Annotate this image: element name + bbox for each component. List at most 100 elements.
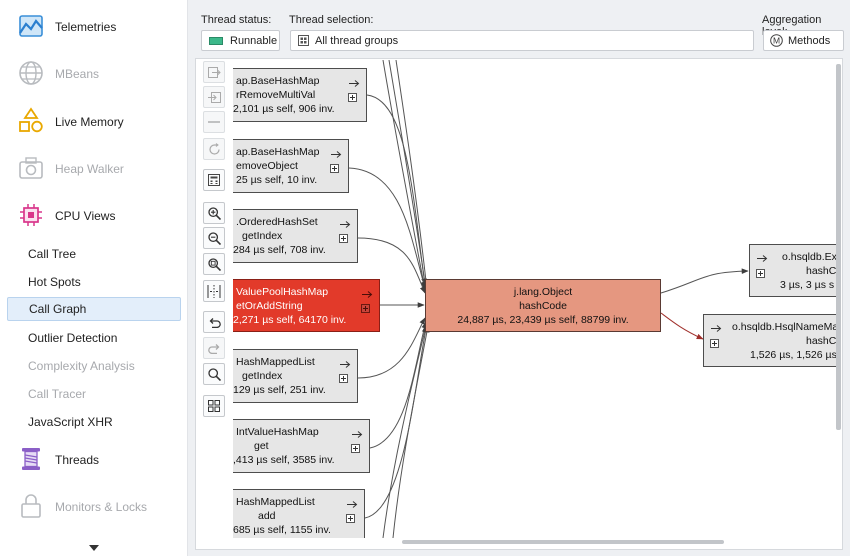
call-node-focused[interactable]: j.lang.Object hashCode 24,887 µs, 23,439… bbox=[425, 279, 661, 332]
call-node-hot[interactable]: ValuePoolHashMap etOrAddString 2,271 µs … bbox=[233, 279, 380, 332]
remove-button[interactable] bbox=[203, 111, 225, 133]
node-method: hashCode bbox=[519, 300, 567, 312]
zoom-out-button[interactable] bbox=[203, 227, 225, 249]
expand-icon[interactable] bbox=[351, 444, 360, 453]
zoom-fit-icon bbox=[207, 257, 221, 271]
zoom-fit-button[interactable] bbox=[203, 253, 225, 275]
node-method: rRemoveMultiVal bbox=[236, 89, 316, 101]
redo-button[interactable] bbox=[203, 337, 225, 359]
expand-icon[interactable] bbox=[339, 374, 348, 383]
export-icon bbox=[207, 66, 221, 78]
call-node[interactable]: HashMappedList add 685 µs self, 1155 inv… bbox=[233, 489, 365, 538]
vertical-scrollbar[interactable] bbox=[836, 64, 841, 430]
expand-icon[interactable] bbox=[361, 304, 370, 313]
call-node[interactable]: o.hsqldb.HsqlNameMa hashC 1,526 µs, 1,52… bbox=[703, 314, 837, 367]
node-stats: 685 µs self, 1155 inv. bbox=[233, 524, 331, 536]
horizontal-scrollbar[interactable] bbox=[402, 540, 724, 544]
find-button[interactable] bbox=[203, 363, 225, 385]
navigate-arrow-icon[interactable] bbox=[331, 151, 342, 158]
node-stats: 1,526 µs, 1,526 µs bbox=[750, 349, 837, 361]
expand-icon[interactable] bbox=[348, 93, 357, 102]
expand-icon[interactable] bbox=[339, 234, 348, 243]
expand-icon[interactable] bbox=[756, 269, 765, 278]
nav-heap-walker[interactable]: Heap Walker bbox=[0, 147, 188, 191]
incoming-edges bbox=[348, 60, 749, 538]
refresh-button[interactable] bbox=[203, 138, 225, 160]
calculator-button[interactable] bbox=[203, 169, 225, 191]
call-node[interactable]: ap.BaseHashMap emoveObject 25 µs self, 1… bbox=[233, 139, 349, 193]
call-graph-canvas[interactable]: ap.BaseHashMap rRemoveMultiVal 2,101 µs … bbox=[233, 60, 837, 538]
nav-threads[interactable]: Threads bbox=[0, 438, 188, 482]
call-node[interactable]: ap.BaseHashMap rRemoveMultiVal 2,101 µs … bbox=[233, 68, 367, 122]
nav-call-graph[interactable]: Call Graph bbox=[7, 297, 181, 321]
expand-icon[interactable] bbox=[346, 514, 355, 523]
edge bbox=[369, 321, 427, 449]
nav-call-tree[interactable]: Call Tree bbox=[28, 247, 77, 261]
expand-icon[interactable] bbox=[330, 164, 339, 173]
nav-label: Live Memory bbox=[55, 115, 124, 129]
expand-icon[interactable] bbox=[710, 339, 719, 348]
navigate-arrow-icon[interactable] bbox=[349, 80, 360, 87]
scroll-down-icon[interactable] bbox=[89, 545, 99, 551]
nav-label: Threads bbox=[55, 453, 100, 467]
navigate-arrow-icon[interactable] bbox=[340, 361, 351, 368]
align-button[interactable] bbox=[203, 280, 225, 302]
redo-icon bbox=[207, 343, 219, 354]
call-node[interactable]: o.hsqldb.Ex hashC 3 µs, 3 µs s bbox=[749, 244, 837, 297]
call-node[interactable]: .OrderedHashSet getIndex 284 µs self, 70… bbox=[233, 209, 358, 263]
call-node[interactable]: IntValueHashMap get ,413 µs self, 3585 i… bbox=[233, 419, 370, 473]
nav-live-memory[interactable]: Live Memory bbox=[0, 100, 188, 144]
nav-mbeans[interactable]: MBeans bbox=[0, 52, 188, 96]
nav-cpu-views[interactable]: CPU Views bbox=[0, 194, 188, 238]
svg-text:M: M bbox=[773, 36, 780, 46]
spool-icon bbox=[22, 448, 40, 470]
navigate-arrow-icon[interactable] bbox=[362, 291, 373, 298]
thread-groups-icon bbox=[298, 35, 309, 46]
thread-selection-dropdown[interactable]: All thread groups bbox=[290, 30, 754, 51]
calculator-icon bbox=[208, 174, 220, 186]
export-button[interactable] bbox=[203, 61, 225, 83]
node-class: HashMappedList bbox=[236, 356, 315, 368]
layout-button[interactable] bbox=[203, 395, 225, 417]
node-method: hashC bbox=[806, 335, 837, 347]
edge bbox=[357, 237, 426, 294]
nav-call-tracer[interactable]: Call Tracer bbox=[28, 387, 87, 401]
navigate-arrow-icon[interactable] bbox=[347, 501, 358, 508]
edge-highlight bbox=[660, 312, 704, 340]
node-stats: 129 µs self, 251 inv. bbox=[233, 384, 326, 396]
node-class: o.hsqldb.HsqlNameMa bbox=[732, 321, 837, 333]
align-icon bbox=[207, 284, 221, 298]
navigate-arrow-icon[interactable] bbox=[757, 255, 768, 262]
navigate-arrow-icon[interactable] bbox=[711, 325, 722, 332]
nav-complexity-analysis[interactable]: Complexity Analysis bbox=[28, 359, 135, 373]
nav-javascript-xhr[interactable]: JavaScript XHR bbox=[28, 415, 113, 429]
node-stats: 2,101 µs self, 906 inv. bbox=[233, 103, 335, 115]
zoom-in-button[interactable] bbox=[203, 202, 225, 224]
node-stats: 2,271 µs self, 64170 inv. bbox=[233, 314, 347, 326]
find-icon bbox=[207, 367, 221, 381]
import-button[interactable] bbox=[203, 86, 225, 108]
nav-hot-spots[interactable]: Hot Spots bbox=[28, 275, 81, 289]
thread-status-dropdown[interactable]: Runnable bbox=[201, 30, 280, 51]
undo-button[interactable] bbox=[203, 311, 225, 333]
node-method: getIndex bbox=[242, 370, 283, 382]
nav-monitors-locks[interactable]: Monitors & Locks bbox=[0, 485, 188, 529]
thread-status-value: Runnable bbox=[230, 34, 278, 47]
shapes-icon bbox=[19, 107, 43, 133]
graph-edges bbox=[348, 60, 749, 538]
import-icon bbox=[207, 91, 221, 103]
edge bbox=[382, 325, 428, 538]
nav-telemetries[interactable]: Telemetries bbox=[0, 5, 188, 49]
node-method: emoveObject bbox=[236, 160, 298, 172]
node-stats: 3 µs, 3 µs s bbox=[780, 279, 835, 291]
call-node[interactable]: HashMappedList getIndex 129 µs self, 251… bbox=[233, 349, 358, 403]
nav-outlier-detection[interactable]: Outlier Detection bbox=[28, 331, 118, 345]
refresh-icon bbox=[208, 142, 220, 155]
node-class: .OrderedHashSet bbox=[236, 216, 318, 228]
undo-icon bbox=[209, 317, 221, 328]
edge bbox=[388, 60, 428, 291]
navigate-arrow-icon[interactable] bbox=[352, 431, 363, 438]
nav-label: Telemetries bbox=[55, 20, 117, 34]
navigate-arrow-icon[interactable] bbox=[340, 221, 351, 228]
aggregation-level-dropdown[interactable]: M Methods bbox=[763, 30, 844, 51]
